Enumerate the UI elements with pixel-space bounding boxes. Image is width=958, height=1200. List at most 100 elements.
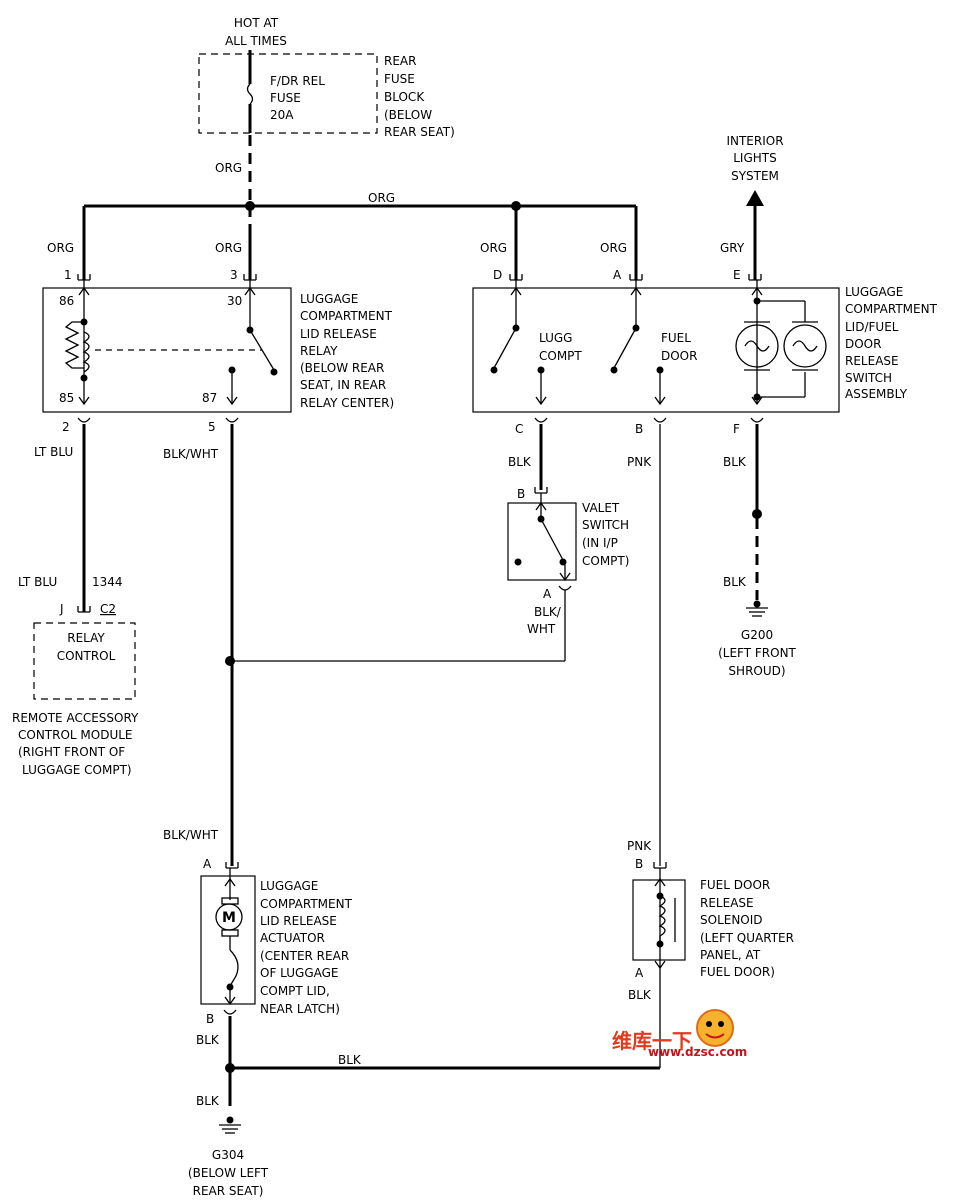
relay-coil-icon <box>64 321 84 369</box>
solenoid-label: PANEL, AT <box>700 948 761 962</box>
solenoid-label: FUEL DOOR) <box>700 965 775 979</box>
wire-label-blk: BLK <box>723 575 747 589</box>
relay-label: (BELOW REAR <box>300 361 384 375</box>
wire-label-blk-wht: BLK/WHT <box>163 447 219 461</box>
lid-fuel-door-release-switch-assembly: LUGG COMPT FUEL DOOR LUGGAGE COMPARTMENT… <box>472 280 938 413</box>
fuel-door-switch-contact <box>613 327 637 369</box>
wire-label-blk: BLK <box>723 455 747 469</box>
valet-switch: VALET SWITCH (IN I/P COMPT) <box>507 493 629 582</box>
fuel-door-release-solenoid: FUEL DOOR RELEASE SOLENOID (LEFT QUARTER… <box>632 868 794 979</box>
mascot-icon <box>696 1009 734 1047</box>
actuator-label: LID RELEASE <box>260 914 337 928</box>
fuse-rating: 20A <box>270 108 294 122</box>
connectors-top <box>77 274 762 281</box>
switch-assembly-label: LUGGAGE <box>845 285 903 299</box>
relay-switch-contact <box>249 329 275 371</box>
pin-label: 86 <box>59 294 74 308</box>
pin-label: 30 <box>227 294 242 308</box>
bulb-icon <box>783 324 827 368</box>
switch-assembly-label: RELEASE <box>845 354 899 368</box>
ground-g304-label: (BELOW LEFT <box>188 1166 269 1180</box>
pin-label: 2 <box>62 420 70 434</box>
pin-label: B <box>206 1012 214 1026</box>
pin-label: 1 <box>64 268 72 282</box>
valet-label: VALET <box>582 501 620 515</box>
fuel-door-label: DOOR <box>661 349 697 363</box>
relay-label: COMPARTMENT <box>300 309 393 323</box>
interior-lights-system: INTERIOR LIGHTS SYSTEM GRY <box>720 134 784 280</box>
pin-label: D <box>493 268 502 282</box>
wire-label-lt-blu: LT BLU <box>18 575 57 589</box>
switch-assembly-label: SWITCH <box>845 371 892 385</box>
wire-label-lt-blu: LT BLU <box>34 445 73 459</box>
luggage-lid-release-relay: 86 30 85 87 LUGGAGE COMPARTMENT LID RELE… <box>42 280 394 413</box>
relay-label: RELAY CENTER) <box>300 396 394 410</box>
interior-lights-label: LIGHTS <box>733 151 777 165</box>
rear-fuse-block: HOT AT ALL TIMES F/DR REL FUSE 20A REAR … <box>198 16 455 139</box>
pin-label: B <box>517 487 525 501</box>
motor-label: M <box>222 910 236 926</box>
lugg-compt-label: LUGG <box>539 331 572 345</box>
ground-g304-label: G304 <box>212 1148 244 1162</box>
pin-label: C <box>515 422 523 436</box>
pin-label: F <box>733 422 740 436</box>
relay-control-label: RELAY <box>67 631 105 645</box>
switch-assembly-label: DOOR <box>845 337 881 351</box>
wire-label-org: ORG <box>480 241 507 255</box>
valet-label: SWITCH <box>582 518 629 532</box>
watermark-logo: 维库一下 www.dzsc.com <box>612 1009 747 1059</box>
solenoid-coil-icon <box>658 895 666 944</box>
wire-label-blk-wht: BLK/ <box>534 605 562 619</box>
pin-label: 85 <box>59 391 74 405</box>
ground-g200-label: G200 <box>741 628 773 642</box>
connector-id: C2 <box>100 602 116 616</box>
fuse-block-label: (BELOW <box>384 108 432 122</box>
actuator-label: NEAR LATCH) <box>260 1002 340 1016</box>
all-times-label: ALL TIMES <box>225 34 287 48</box>
actuator-label: COMPARTMENT <box>260 897 353 911</box>
interior-lights-label: INTERIOR <box>726 134 783 148</box>
pin-label: B <box>635 422 643 436</box>
lugg-compt-switch-contact <box>493 327 517 369</box>
wire-label-org: ORG <box>368 191 395 205</box>
hot-at-label: HOT AT <box>234 16 279 30</box>
watermark-url: www.dzsc.com <box>648 1045 747 1059</box>
module-label: CONTROL MODULE <box>18 728 133 742</box>
ground-g304-label: REAR SEAT) <box>193 1184 264 1198</box>
relay-label: LID RELEASE <box>300 327 377 341</box>
relay-label: SEAT, IN REAR <box>300 378 386 392</box>
wire-label-blk-wht: WHT <box>527 622 556 636</box>
lugg-compt-label: COMPT <box>539 349 582 363</box>
solenoid-label: RELEASE <box>700 896 754 910</box>
solenoid-label: FUEL DOOR <box>700 878 770 892</box>
pin-label: E <box>733 268 741 282</box>
switch-assembly-label: ASSEMBLY <box>845 387 908 401</box>
relay-label: RELAY <box>300 344 338 358</box>
wire-label-org: ORG <box>47 241 74 255</box>
wire-label-pnk: PNK <box>627 455 652 469</box>
ground-icon <box>219 1116 241 1134</box>
wire-label-blk: BLK <box>196 1033 220 1047</box>
pin-label: A <box>613 268 622 282</box>
fuse-symbol <box>246 83 254 105</box>
valet-switch-contact <box>540 518 564 561</box>
switch-assembly-label: LID/FUEL <box>845 320 899 334</box>
org-bus: ORG <box>82 191 638 280</box>
wire-label-org: ORG <box>215 241 242 255</box>
ground-g200-label: (LEFT FRONT <box>718 646 796 660</box>
watermark-text: 维库一下 <box>612 1029 692 1053</box>
relay-label: LUGGAGE <box>300 292 358 306</box>
fuel-door-label: FUEL <box>661 331 691 345</box>
arrow-up-icon <box>746 190 764 206</box>
pin-label: J <box>59 602 64 616</box>
pin-label: A <box>635 966 644 980</box>
fuse-block-label: REAR <box>384 54 416 68</box>
wire-label-blk: BLK <box>196 1094 220 1108</box>
module-label: (RIGHT FRONT OF <box>18 745 125 759</box>
wire-label-org: ORG <box>215 161 242 175</box>
solenoid-label: (LEFT QUARTER <box>700 931 794 945</box>
circuit-number: 1344 <box>92 575 123 589</box>
solenoid-label: SOLENOID <box>700 913 763 927</box>
switch-assembly-label: COMPARTMENT <box>845 302 938 316</box>
